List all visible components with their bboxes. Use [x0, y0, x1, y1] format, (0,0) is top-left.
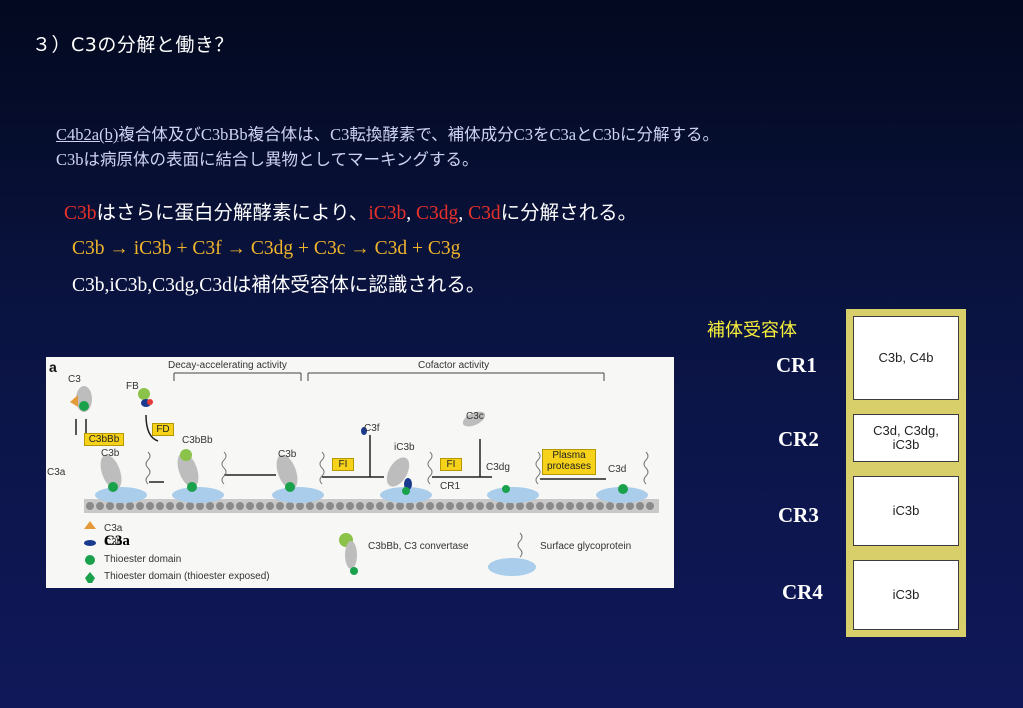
label-fd-box: FD [152, 423, 174, 436]
label-c3: C3 [68, 374, 81, 385]
intro-line-1-text: 複合体及びC3bBb複合体は、C3転換酵素で、補体成分C3をC3aとC3bに分解… [118, 125, 719, 144]
separator-2: , [458, 203, 468, 224]
label-c3f: C3f [364, 423, 380, 434]
term-c3b: C3b [64, 203, 97, 224]
label-fi-second: FI [440, 458, 462, 471]
intro-line-2: C3bは病原体の表面に結合し異物としてマーキングする。 [56, 147, 719, 172]
label-c3d: C3d [608, 464, 626, 475]
legend-thioester: Thioester domain [104, 554, 181, 565]
label-ic3b: iC3b [394, 442, 415, 453]
intro-line-1: C4b2a(b)複合体及びC3bBb複合体は、C3転換酵素で、補体成分C3をC3… [56, 122, 719, 147]
recognition-sentence: C3b,iC3b,C3dg,C3dは補体受容体に認識される。 [72, 268, 485, 297]
cleavage-equation: C3b → iC3b + C3f → C3dg + C3c → C3d + C3… [72, 238, 460, 260]
label-c3b-second: C3b [278, 449, 296, 460]
intro-link-c4b2a: C4b2a(b) [56, 125, 118, 144]
receptor-cr2-label: CR2 [778, 427, 819, 452]
c3-molecule [70, 386, 92, 412]
legend-thioester-exposed: Thioester domain (thioester exposed) [104, 571, 270, 582]
receptor-cr3-label: CR3 [778, 503, 819, 528]
term-c3dg: C3dg [416, 203, 458, 224]
receptor-heading: 補体受容体 [707, 316, 797, 342]
intro-paragraph: C4b2a(b)複合体及びC3bBb複合体は、C3転換酵素で、補体成分C3をC3… [56, 122, 719, 172]
label-fb: FB [126, 381, 139, 392]
legend-convertase: C3bBb, C3 convertase [368, 541, 469, 552]
fb-molecule [138, 388, 153, 407]
label-c3c: C3c [466, 411, 484, 422]
figure-panel-label: a [49, 359, 57, 375]
process-arrows [149, 435, 606, 482]
panel-cr2: C3d, C3dg, iC3b [846, 407, 966, 469]
panel-cr3: iC3b [846, 469, 966, 553]
degradation-text-1: はさらに蛋白分解酵素により、 [97, 203, 369, 224]
panel-cr4-ligand: iC3b [853, 560, 959, 630]
separator-1: , [406, 203, 416, 224]
label-c3b-first: C3b [101, 448, 119, 459]
label-c3dg: C3dg [486, 462, 510, 473]
term-ic3b: iC3b [368, 203, 406, 224]
panel-cr1-ligand: C3b, C4b [853, 316, 959, 400]
membrane-beads [86, 502, 654, 510]
panel-cr1: C3b, C4b [846, 309, 966, 407]
term-c3d: C3d [468, 203, 501, 224]
label-c3a: C3a [47, 467, 65, 478]
label-c3bbb-box: C3bBb [84, 433, 124, 446]
slide-title: ３）C3の分解と働き？ [32, 30, 234, 57]
cofactor-activity-label: Cofactor activity [418, 360, 489, 371]
label-cr1: CR1 [440, 481, 460, 492]
label-fi-first: FI [332, 458, 354, 471]
label-plasma-proteases: Plasma proteases [542, 449, 596, 475]
legend-glycoprotein: Surface glycoprotein [540, 541, 631, 552]
panel-cr3-ligand: iC3b [853, 476, 959, 546]
figure-overlay-c3a: C3a [104, 533, 130, 550]
panel-cr2-ligand: C3d, C3dg, iC3b [853, 414, 959, 462]
degradation-text-2: に分解される。 [501, 203, 638, 224]
c3-pathway-figure: a Decay-accelerating activity Cofactor a… [46, 357, 674, 588]
label-c3bbb: C3bBb [182, 435, 213, 446]
receptor-panels: C3b, C4b C3d, C3dg, iC3b iC3b iC3b [846, 309, 966, 637]
degradation-sentence: C3bはさらに蛋白分解酵素により、iC3b, C3dg, C3dに分解される。 [64, 196, 637, 225]
receptor-cr4-label: CR4 [782, 580, 823, 605]
panel-cr4: iC3b [846, 553, 966, 637]
decay-activity-label: Decay-accelerating activity [168, 360, 287, 371]
receptor-cr1-label: CR1 [776, 353, 817, 378]
